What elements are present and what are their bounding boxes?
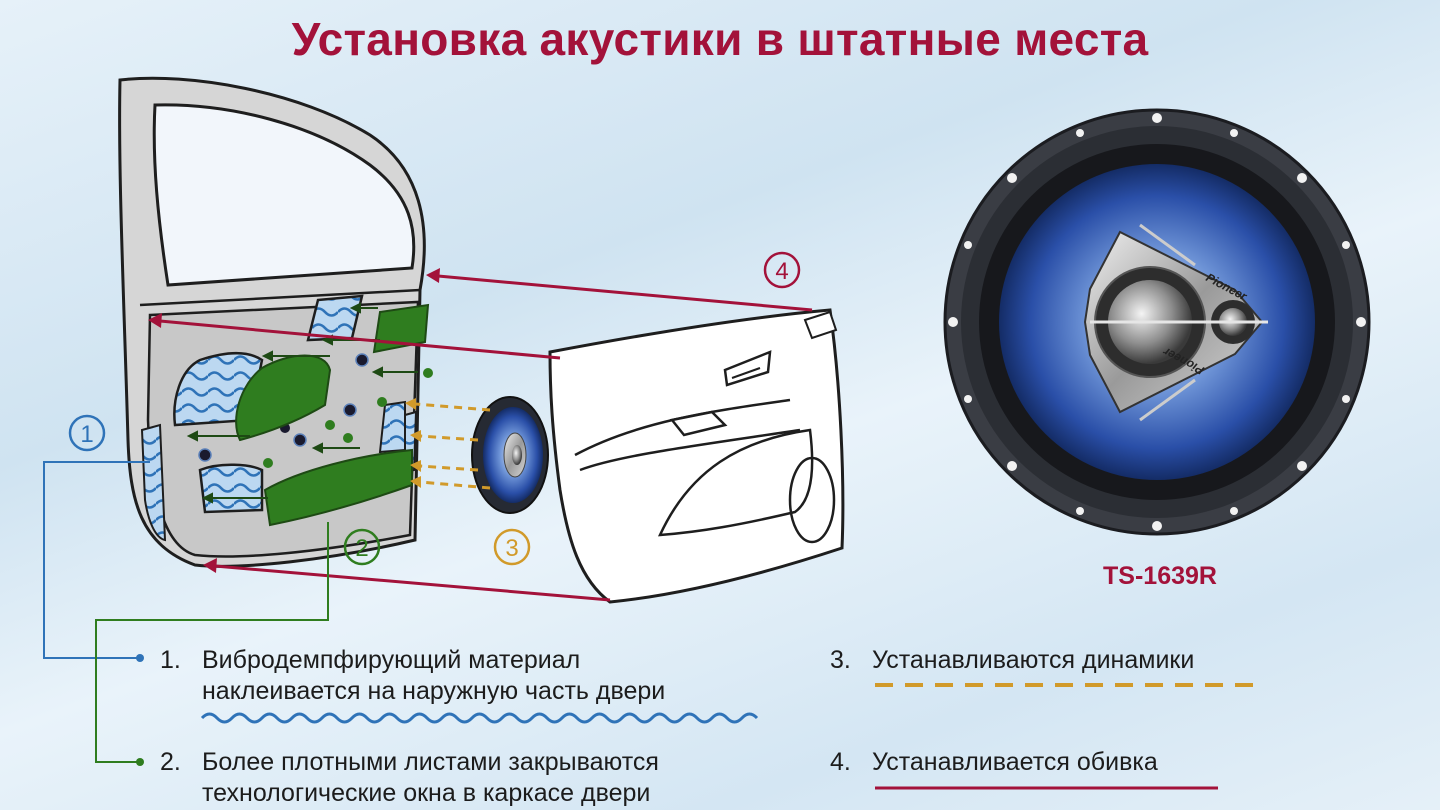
legend-item-1: 1.Вибродемпфирующий материал наклеиваетс… [160,646,666,705]
speaker-model-label: TS-1639R [1103,562,1217,590]
step-marker-1: 1 [68,414,106,452]
step-marker-4: 4 [763,251,801,289]
speaker-arrows [405,398,491,490]
door-window [152,103,416,287]
step-marker-2: 2 [343,528,381,566]
svg-text:4: 4 [775,258,788,285]
legend-item-2: 2.Более плотными листами закрываются тех… [160,748,659,807]
page-title: Установка акустики в штатные места [291,13,1149,65]
legend-wave-line [200,712,759,724]
mounting-holes [948,113,1366,531]
legend-item-3: 3.Устанавливаются динамики [830,646,1195,674]
legend-connectors [43,461,329,766]
large-speaker: Pioneer Pioneer [943,108,1371,536]
svg-text:1: 1 [80,421,93,448]
step-marker-3: 3 [493,528,531,566]
svg-text:3: 3 [505,535,518,562]
small-speaker [471,396,549,514]
legend-item-4: 4.Устанавливается обивка [830,748,1158,776]
door-trim [548,308,845,604]
trim-arrows [148,268,813,602]
door-frame [118,76,433,568]
svg-text:2: 2 [355,535,368,562]
